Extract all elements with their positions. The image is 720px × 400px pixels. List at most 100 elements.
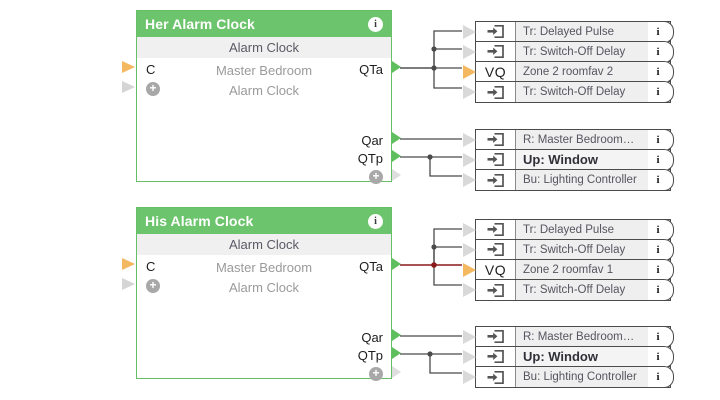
output-port-label-qtp: QTp (357, 151, 383, 166)
output-connector-empty[interactable] (392, 366, 401, 378)
info-icon[interactable]: i (368, 213, 383, 229)
block-header[interactable]: His Alarm Clock i (137, 208, 391, 234)
node-input-connector[interactable] (463, 283, 476, 297)
vq-icon-label: VQ (484, 63, 507, 80)
node-row[interactable]: R: Master Bedroom…i (463, 326, 674, 348)
output-connector-qar[interactable] (392, 329, 401, 341)
import-icon (487, 25, 504, 38)
block-subtitle: Alarm Clock (137, 37, 391, 59)
output-port-label-qtp: QTp (357, 348, 383, 363)
block-header[interactable]: Her Alarm Clock i (137, 11, 391, 37)
input-connector-empty[interactable] (122, 81, 135, 94)
import-icon (476, 367, 516, 387)
block-description-line-1: Master Bedroom (215, 63, 313, 78)
node-input-connector[interactable] (463, 153, 476, 167)
output-connector-qtp[interactable] (392, 347, 401, 359)
output-connector-qta[interactable] (392, 258, 401, 270)
import-icon (476, 280, 516, 300)
wire-junction (431, 65, 437, 71)
input-port-label-c: C (146, 259, 156, 274)
info-icon[interactable]: i (368, 16, 383, 32)
output-connector-qta[interactable] (392, 61, 401, 73)
import-icon (476, 42, 516, 61)
node-label: R: Master Bedroom… (516, 327, 648, 346)
import-icon (487, 330, 504, 343)
node-info-icon[interactable]: i (648, 129, 674, 151)
import-icon (476, 347, 516, 366)
node-input-connector[interactable] (463, 223, 476, 237)
node-label: Tr: Switch-Off Delay (516, 42, 648, 61)
function-block-his-alarm-clock[interactable]: His Alarm Clock i Alarm Clock Master Bed… (122, 207, 401, 381)
wire-junction (431, 46, 437, 52)
node-input-connector-active[interactable] (463, 65, 476, 79)
node-info-icon[interactable]: i (648, 21, 674, 43)
wire-group-her-lower (400, 138, 462, 177)
output-connector-qar[interactable] (392, 132, 401, 144)
block-body: Master Bedroom Alarm Clock C + QTa Qar Q… (122, 59, 401, 184)
node-row[interactable]: R: Master Bedroom…i (463, 129, 674, 151)
info-glyph: i (656, 65, 660, 78)
node-info-icon[interactable]: i (648, 219, 674, 241)
import-icon (487, 45, 504, 58)
node-info-icon[interactable]: i (648, 149, 674, 171)
node-input-connector-active[interactable] (463, 263, 476, 277)
output-connector-qtp[interactable] (392, 150, 401, 162)
node-info-icon[interactable]: i (648, 169, 674, 191)
node-info-icon[interactable]: i (648, 346, 674, 368)
node-input-connector[interactable] (463, 370, 476, 384)
node-input-connector[interactable] (463, 350, 476, 364)
input-connector-empty[interactable] (122, 278, 135, 291)
node-info-icon[interactable]: i (648, 239, 674, 261)
node-input-connector[interactable] (463, 45, 476, 59)
wire-junction-highlighted (431, 262, 437, 268)
node-input-connector[interactable] (463, 133, 476, 147)
wire-group-his-qta (433, 228, 462, 286)
node-label: Tr: Switch-Off Delay (516, 82, 648, 102)
import-icon (487, 133, 504, 146)
node-input-connector[interactable] (463, 330, 476, 344)
node-info-icon[interactable]: i (648, 366, 674, 388)
output-connector-empty[interactable] (392, 169, 401, 181)
add-input-button[interactable]: + (146, 82, 160, 96)
input-connector-c[interactable] (122, 61, 135, 74)
function-block-her-alarm-clock[interactable]: Her Alarm Clock i Alarm Clock Master Bed… (122, 10, 401, 184)
node-info-icon[interactable]: i (648, 81, 674, 103)
output-port-label-qar: Qar (361, 330, 383, 345)
import-icon (487, 243, 504, 256)
node-info-icon[interactable]: i (648, 279, 674, 301)
input-connector-c[interactable] (122, 258, 135, 271)
node-info-icon[interactable]: i (648, 259, 674, 281)
block-title: Her Alarm Clock (145, 16, 255, 32)
node-input-connector[interactable] (463, 243, 476, 257)
node-input-connector[interactable] (463, 25, 476, 39)
add-output-button[interactable]: + (369, 170, 383, 184)
add-output-button[interactable]: + (369, 367, 383, 381)
node-input-connector[interactable] (463, 85, 476, 99)
node-input-connector[interactable] (463, 173, 476, 187)
add-input-button[interactable]: + (146, 279, 160, 293)
node-info-icon[interactable]: i (648, 41, 674, 63)
import-icon (476, 82, 516, 102)
node-info-icon[interactable]: i (648, 61, 674, 83)
vq-icon: VQ (476, 260, 516, 279)
node-info-icon[interactable]: i (648, 326, 674, 348)
vq-icon-label: VQ (484, 261, 507, 278)
node-label: Bu: Lighting Controller (516, 170, 648, 190)
